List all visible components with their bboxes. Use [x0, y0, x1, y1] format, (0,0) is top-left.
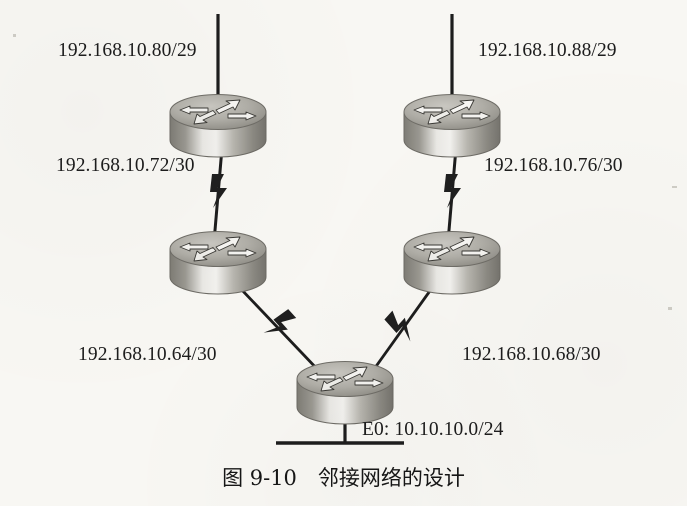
scan-speck	[672, 186, 677, 188]
label-top-left-link: 192.168.10.80/29	[58, 40, 197, 61]
router-middle-right[interactable]	[403, 231, 501, 295]
label-mid-right-link: 192.168.10.76/30	[484, 155, 623, 176]
router-middle-left[interactable]	[169, 231, 267, 295]
label-top-right-link: 192.168.10.88/29	[478, 40, 617, 61]
label-low-right-link: 192.168.10.68/30	[462, 344, 601, 365]
label-low-left-link: 192.168.10.64/30	[78, 344, 217, 365]
serial-low-right-line	[370, 287, 434, 373]
scan-speck	[668, 307, 672, 310]
figure-caption: 图 9-10 邻接网络的设计	[222, 466, 465, 490]
lightning-bolt-icon	[261, 307, 299, 343]
router-bottom[interactable]	[296, 361, 394, 425]
label-ethernet-link: E0: 10.10.10.0/24	[362, 419, 504, 440]
router-top-right[interactable]	[403, 94, 501, 158]
router-top-left[interactable]	[169, 94, 267, 158]
label-mid-left-link: 192.168.10.72/30	[56, 155, 195, 176]
scan-speck	[13, 34, 16, 37]
